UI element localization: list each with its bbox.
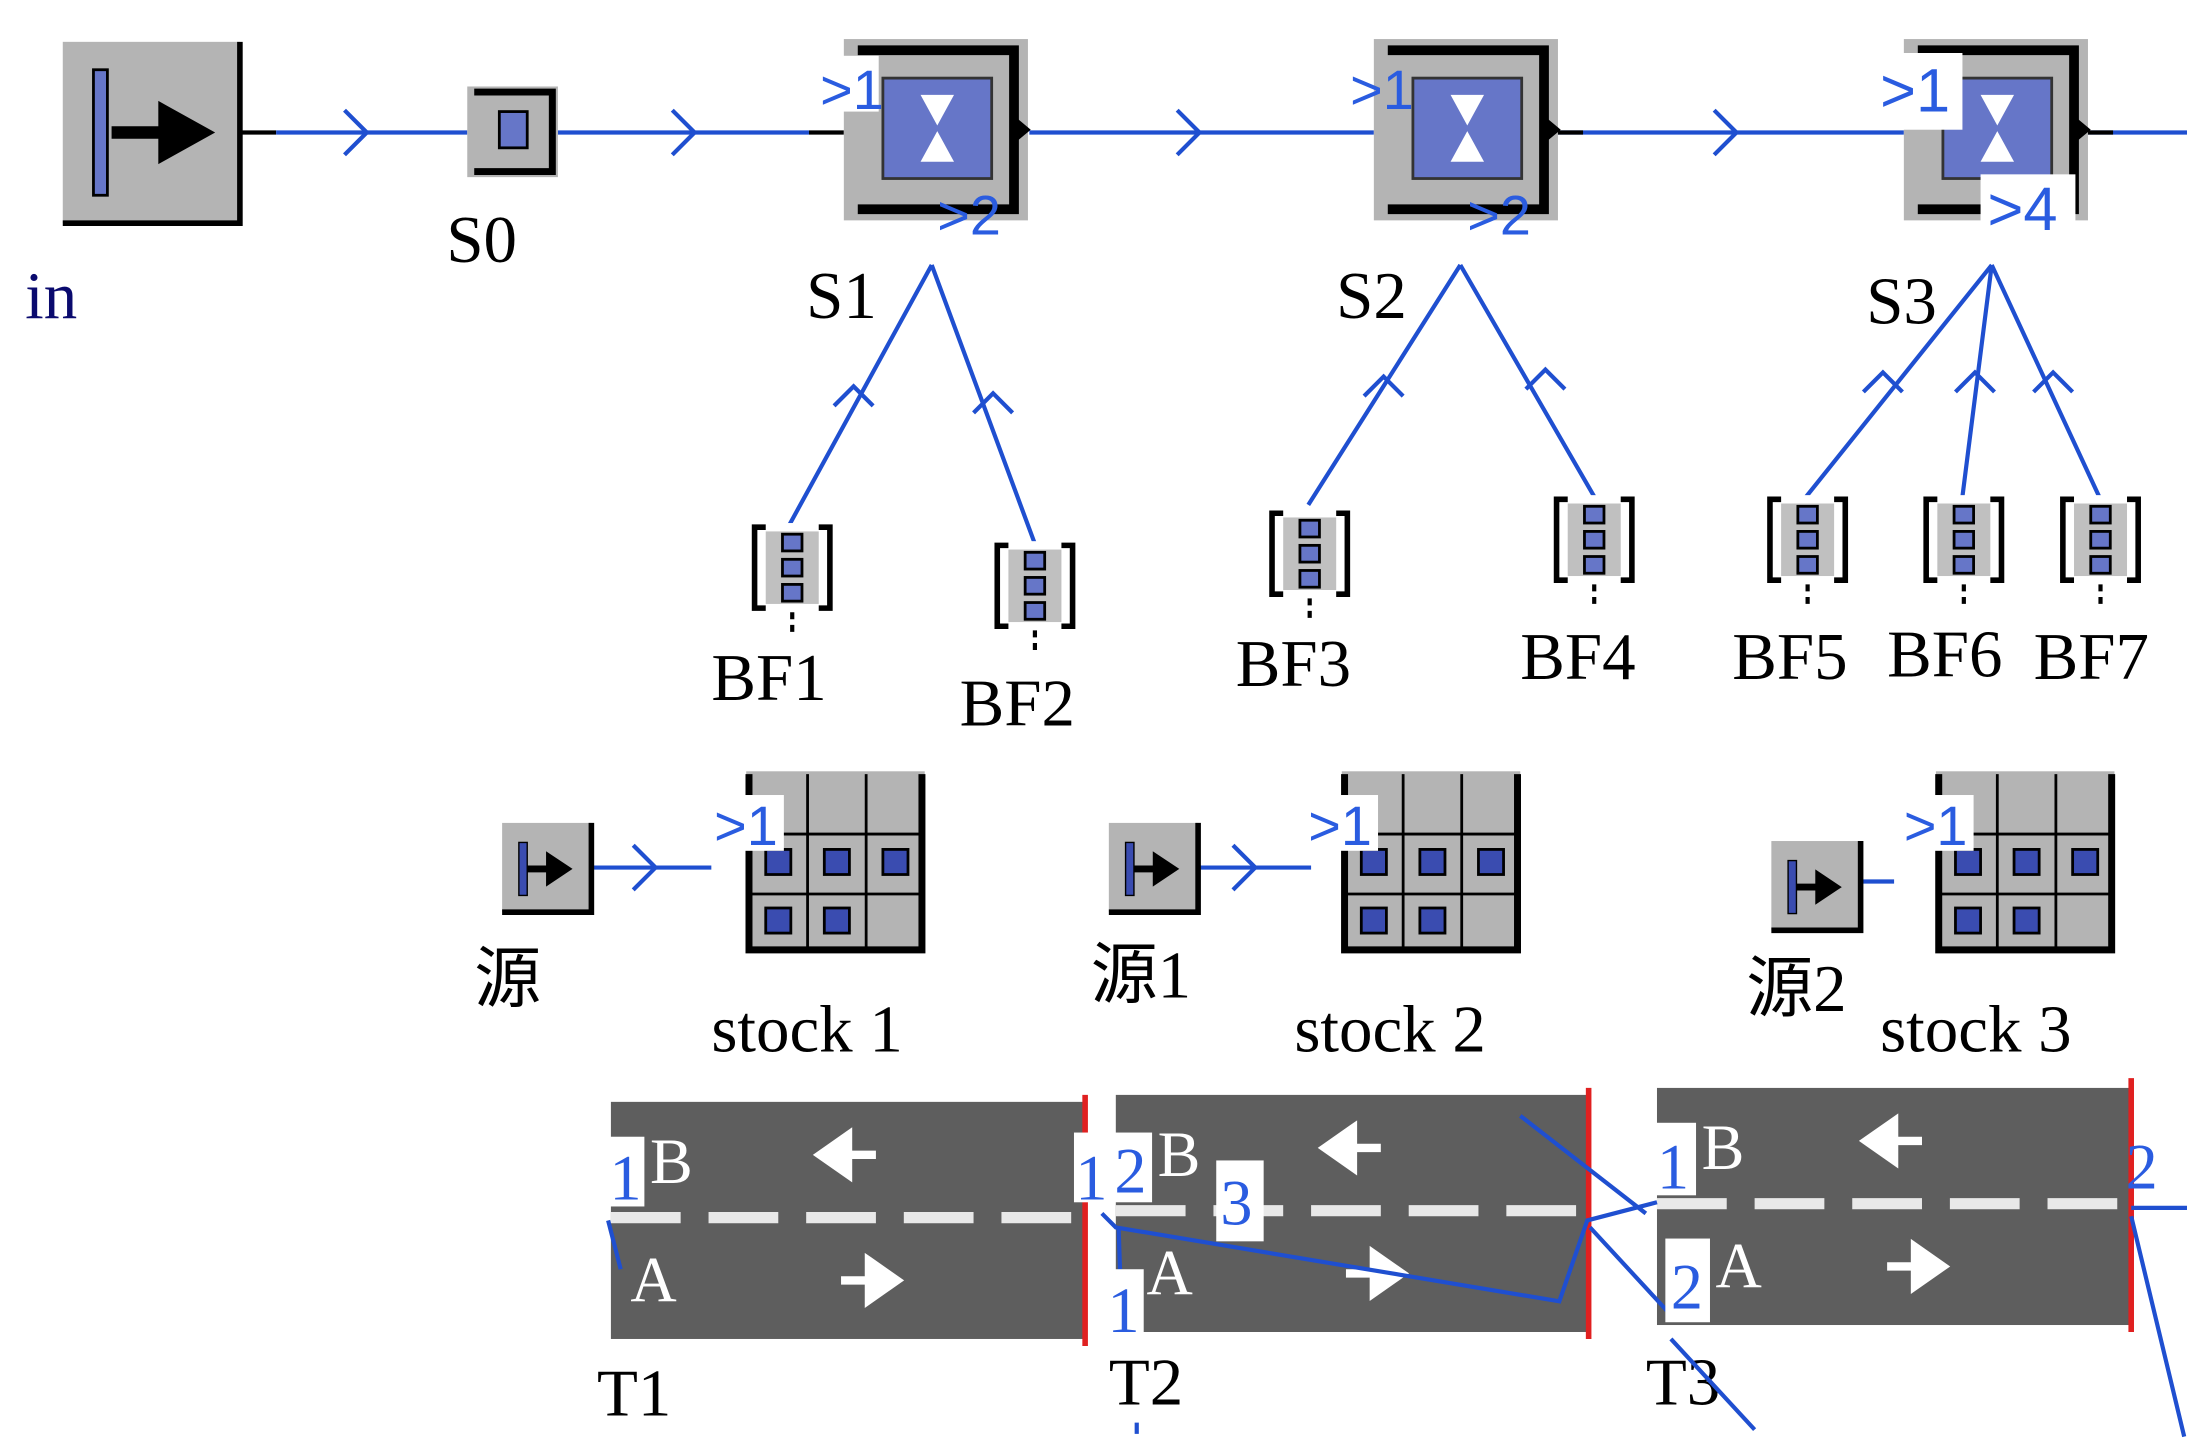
port-label: >2	[1467, 183, 1531, 246]
port-label: >4	[1988, 175, 2058, 244]
buffer-label: BF6	[1887, 617, 2002, 691]
lane-a-label: A	[1147, 1237, 1193, 1308]
track-label: T3	[1646, 1346, 1720, 1420]
lane-a-label: A	[1716, 1230, 1762, 1301]
store-label: stock 2	[1294, 993, 1485, 1067]
track-port-number: 1	[610, 1142, 642, 1213]
lane-b-label: B	[1158, 1119, 1201, 1190]
source-yuan2[interactable]	[1771, 841, 1860, 930]
track-label: T1	[597, 1357, 671, 1431]
buffer-label: BF4	[1520, 620, 1635, 694]
buffer-bf5[interactable]	[1764, 495, 1850, 607]
source-label: 源1	[1091, 938, 1191, 1012]
buffer-bf3[interactable]	[1266, 509, 1352, 621]
main-connector[interactable]	[239, 110, 2187, 155]
track-label: T2	[1109, 1346, 1183, 1420]
track-port-number: 1	[1075, 1142, 1107, 1213]
track-port-number: 3	[1220, 1168, 1252, 1239]
buffer-bf4[interactable]	[1551, 495, 1637, 607]
track-connectors[interactable]	[606, 1114, 2187, 1438]
port-label: >1	[1904, 794, 1968, 857]
buffer-label: BF5	[1732, 620, 1847, 694]
store-connectors[interactable]	[592, 845, 1895, 890]
source-yuan1[interactable]	[1109, 823, 1198, 912]
buffer-bf7[interactable]	[2057, 495, 2143, 607]
track-port-number: 2	[1114, 1136, 1146, 1207]
source-yuan[interactable]	[502, 823, 591, 912]
lane-b-label: B	[1702, 1112, 1745, 1183]
station-label: S0	[446, 203, 517, 277]
port-label: >1	[714, 794, 778, 857]
station-label: S2	[1336, 259, 1407, 333]
port-label: >2	[937, 183, 1001, 246]
track-port-numbers: 1 1 2 3 1 1 2 2	[608, 1122, 2158, 1346]
port-label: >1	[1308, 794, 1372, 857]
station-label: S3	[1866, 265, 1937, 339]
source-label: 源2	[1746, 952, 1846, 1026]
track-port-number: 2	[1671, 1251, 1703, 1322]
source-label: 源	[474, 942, 541, 1016]
source-label: in	[25, 259, 77, 333]
buffer-bf2[interactable]	[992, 541, 1078, 653]
port-label: >1	[1350, 58, 1414, 121]
station-label: S1	[806, 259, 877, 333]
source-in[interactable]	[62, 41, 243, 226]
track-port-number: 1	[1107, 1275, 1139, 1346]
buffer-label: BF7	[2034, 620, 2149, 694]
track-port-number: 2	[2126, 1131, 2158, 1202]
port-label: >1	[820, 58, 884, 121]
lane-b-label: B	[650, 1126, 693, 1197]
buffer-connectors[interactable]	[786, 263, 2102, 545]
station-s0[interactable]	[467, 86, 558, 178]
buffer-bf1[interactable]	[749, 523, 835, 635]
lane-a-label: A	[630, 1244, 676, 1315]
buffer-label: BF2	[960, 666, 1075, 740]
port-label: >1	[1880, 57, 1950, 126]
buffer-bf6[interactable]	[1921, 495, 2007, 607]
store-label: stock 1	[711, 993, 902, 1067]
store-label: stock 3	[1880, 993, 2072, 1067]
buffer-label: BF1	[711, 641, 826, 715]
track-port-number: 1	[1657, 1131, 1689, 1202]
buffer-label: BF3	[1236, 627, 1351, 701]
